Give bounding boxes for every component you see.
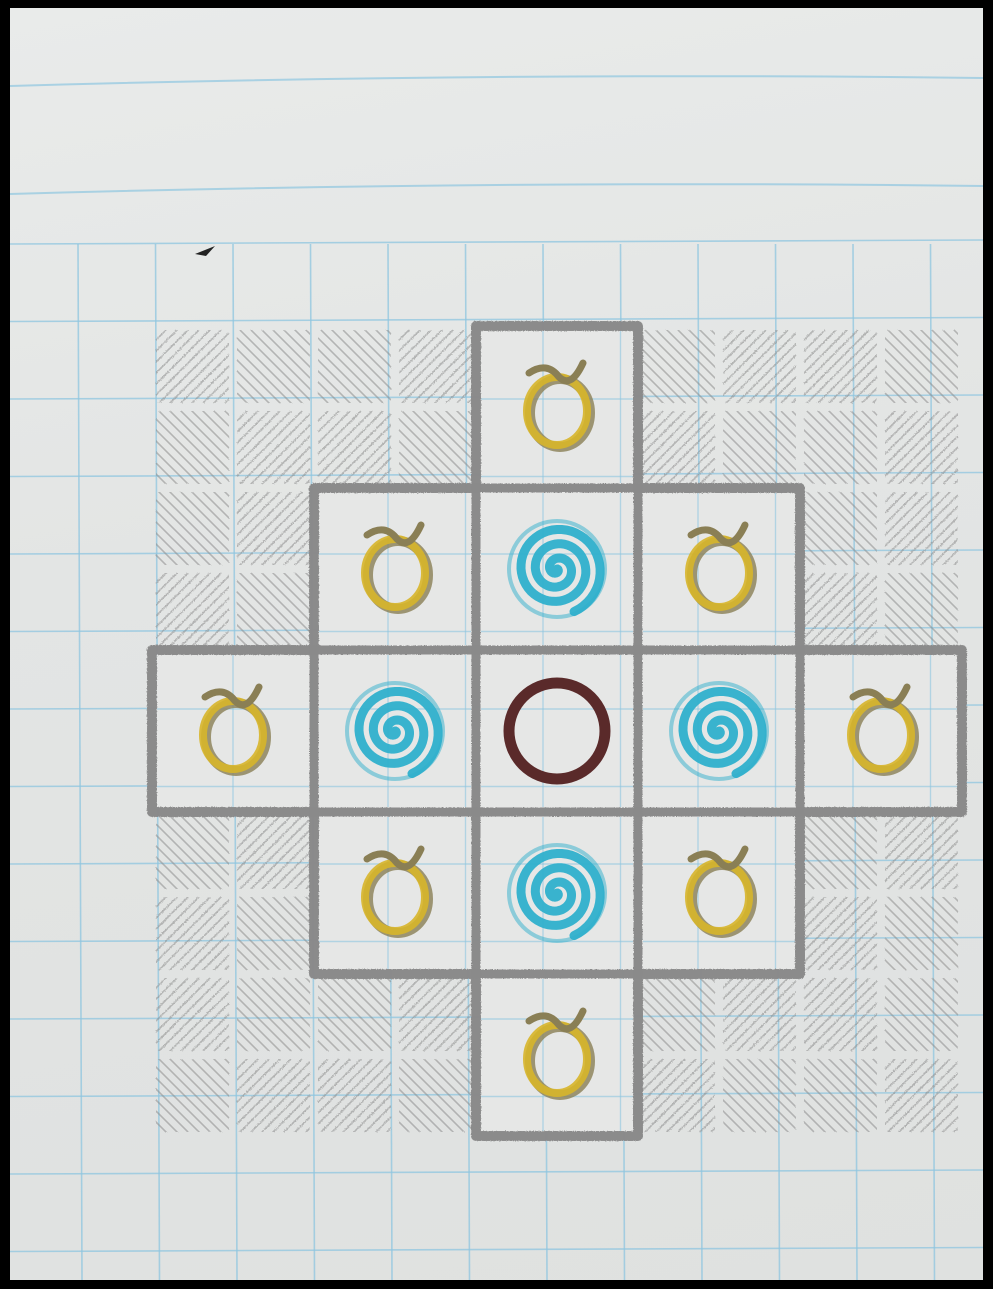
game-board <box>10 8 983 1280</box>
pen-mark <box>195 246 215 256</box>
hatched-cell <box>638 974 983 1136</box>
graph-paper <box>10 8 983 1280</box>
rule-line <box>10 76 983 86</box>
hatched-cell <box>10 326 394 488</box>
grid-hline <box>10 1248 983 1252</box>
grid-hline <box>10 1170 983 1174</box>
rule-line <box>10 184 983 194</box>
grid-hline <box>10 240 983 244</box>
notebook-rules <box>10 76 983 194</box>
hatched-cell <box>10 974 394 1136</box>
